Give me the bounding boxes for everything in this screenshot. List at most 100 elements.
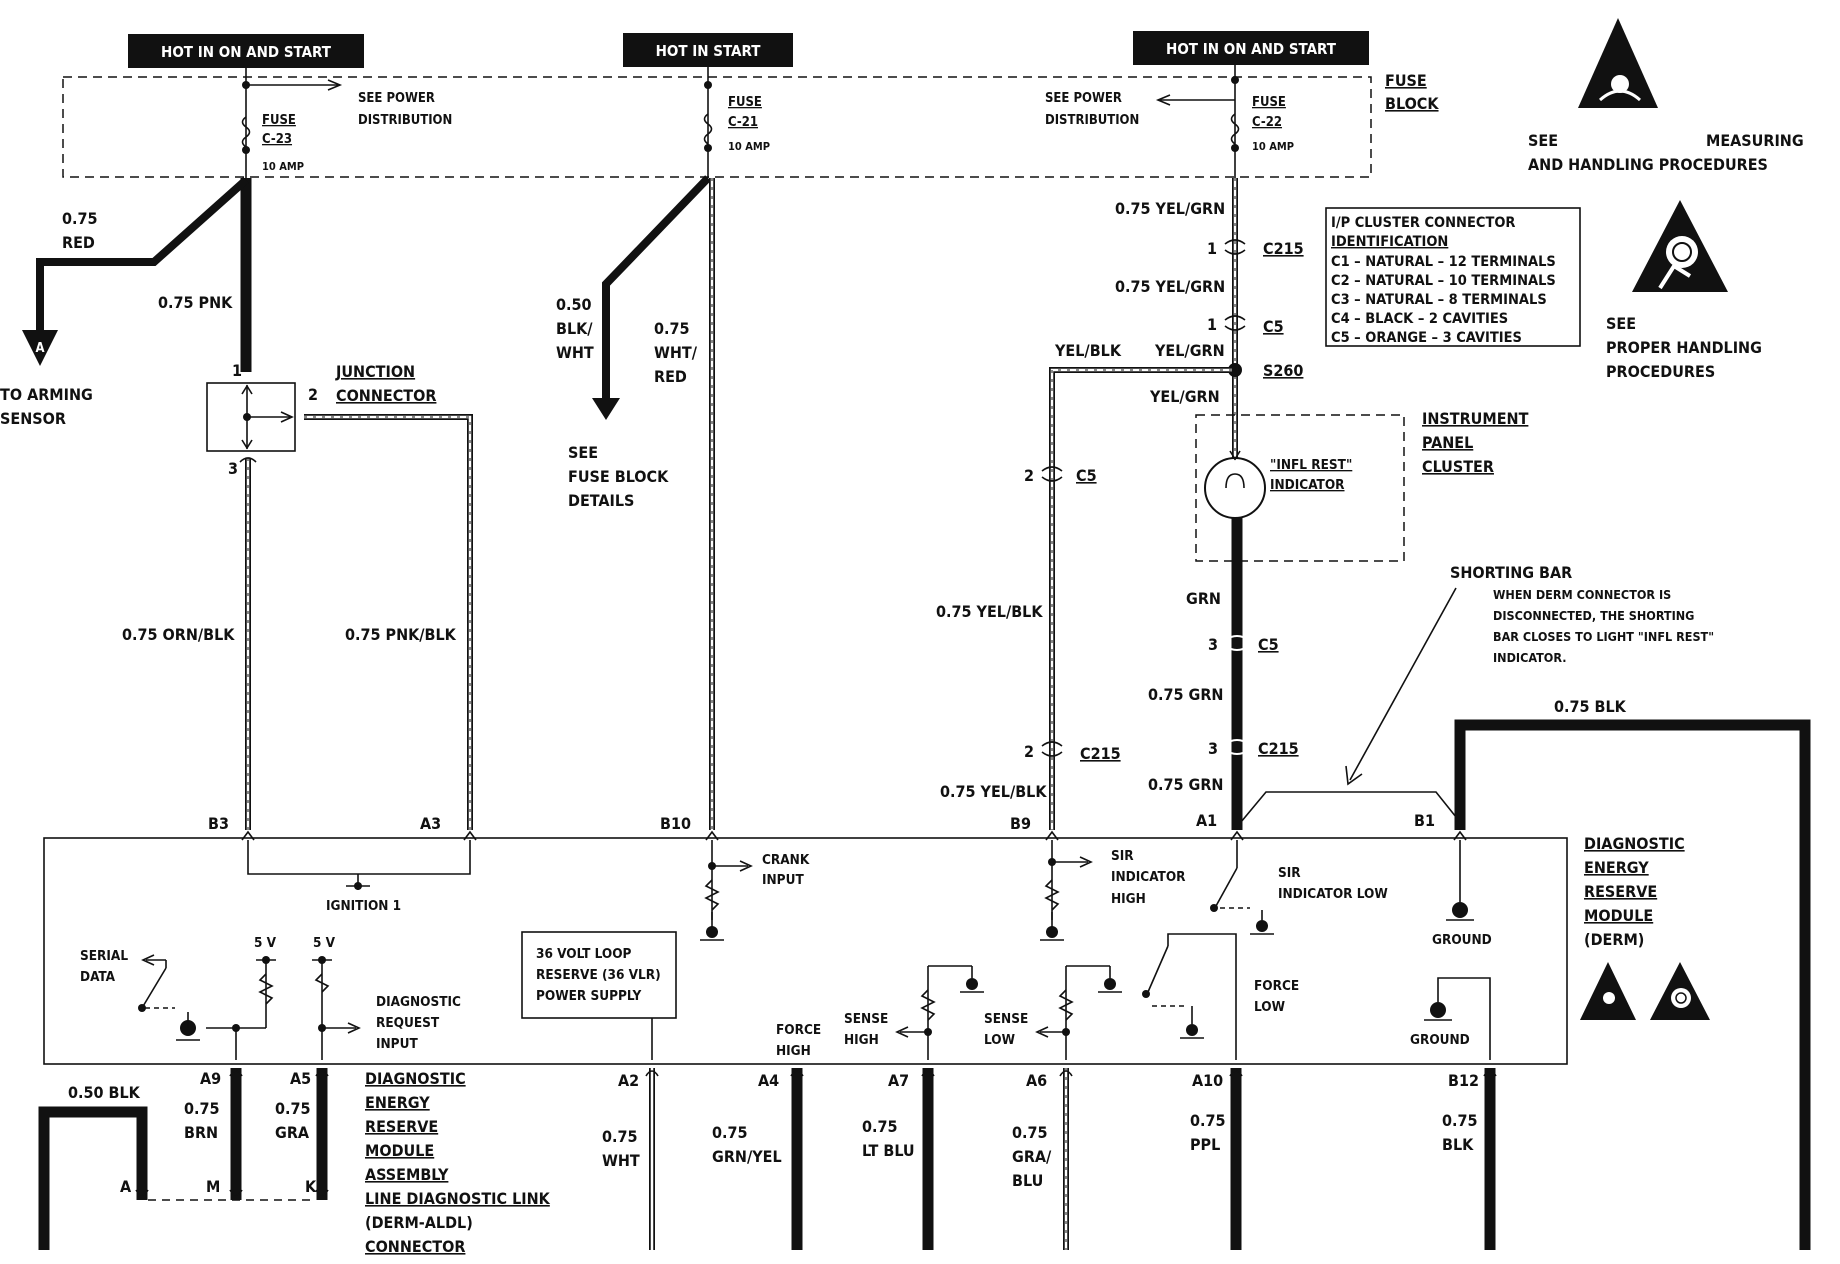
esd-note1-a: SEE bbox=[1528, 131, 1558, 150]
arrow-down-icon bbox=[22, 330, 58, 366]
derm-title-3: RESERVE bbox=[1584, 882, 1657, 901]
instrument-cluster-outline bbox=[1195, 414, 1405, 562]
pin-a6: A6 bbox=[1026, 1071, 1047, 1090]
aldl-l7: (DERM-ALDL) bbox=[365, 1213, 473, 1232]
wire-orn-blk-label: 0.75 ORN/BLK bbox=[122, 625, 235, 644]
wire-yelgrn-s2: YEL/GRN bbox=[1149, 387, 1220, 406]
crank-2: INPUT bbox=[762, 872, 804, 888]
pin-a5: A5 bbox=[290, 1069, 311, 1088]
sir-low-1: SIR bbox=[1278, 865, 1301, 881]
ground-label-1: GROUND bbox=[1432, 932, 1492, 948]
wire-whtred-2: WHT/ bbox=[654, 343, 698, 362]
power-dist-right-1: SEE POWER bbox=[1045, 91, 1122, 106]
wire-blk50: 0.50 BLK bbox=[68, 1083, 141, 1102]
cluster-label-1: INSTRUMENT bbox=[1422, 409, 1529, 428]
wire-yel-blk bbox=[1049, 367, 1232, 830]
arming-line-1: TO ARMING bbox=[0, 385, 93, 404]
junction-pin-3: 3 bbox=[228, 459, 238, 478]
cluster-id-row-4: C4 – BLACK – 2 CAVITIES bbox=[1331, 311, 1508, 327]
power-dist-left-2: DISTRIBUTION bbox=[358, 113, 452, 128]
pin-a10: A10 bbox=[1192, 1071, 1223, 1090]
sir-high-1: SIR bbox=[1111, 848, 1134, 864]
force-low-2: LOW bbox=[1254, 999, 1286, 1015]
wire-wht-1: 0.75 bbox=[602, 1127, 638, 1146]
esd-note2-c: PROCEDURES bbox=[1606, 362, 1715, 381]
derm-top-pins bbox=[241, 830, 1467, 841]
cluster-indicator-1: "INFL REST" bbox=[1270, 457, 1352, 473]
cluster-id-row-5: C5 – ORANGE – 3 CAVITIES bbox=[1331, 330, 1522, 346]
fuse-c23-id: C-23 bbox=[262, 132, 292, 147]
wire-red-size: 0.75 bbox=[62, 209, 98, 228]
cluster-id-row-3: C3 – NATURAL – 8 TERMINALS bbox=[1331, 292, 1547, 308]
wire-red bbox=[36, 177, 249, 340]
wire-yelgrn-mid: 0.75 YEL/GRN bbox=[1115, 277, 1225, 296]
power-dist-left-1: SEE POWER bbox=[358, 91, 435, 106]
power-dist-right-2: DISTRIBUTION bbox=[1045, 113, 1139, 128]
pin-a4: A4 bbox=[758, 1071, 779, 1090]
shorting-l2: DISCONNECTED, THE SHORTING bbox=[1493, 608, 1694, 623]
derm-title-5: (DERM) bbox=[1584, 930, 1644, 949]
connector-icon bbox=[1224, 739, 1250, 755]
esd-note2-b: PROPER HANDLING bbox=[1606, 338, 1762, 357]
pin-b12: B12 bbox=[1448, 1071, 1479, 1090]
conn-num-2b: 2 bbox=[1024, 742, 1034, 761]
junction-connector bbox=[206, 382, 296, 452]
wire-yelblk-mid: 0.75 YEL/BLK bbox=[936, 602, 1043, 621]
conn-num-3b: 3 bbox=[1208, 739, 1218, 758]
sir-low-2: INDICATOR LOW bbox=[1278, 886, 1388, 902]
force-high-1: FORCE bbox=[776, 1022, 821, 1038]
wire-red-color: RED bbox=[62, 233, 95, 252]
wire-gra-1: 0.75 bbox=[275, 1099, 311, 1118]
pin-b1: B1 bbox=[1414, 811, 1435, 830]
cluster-id-title-2: IDENTIFICATION bbox=[1331, 234, 1448, 250]
wire-ppl-2: PPL bbox=[1190, 1135, 1220, 1154]
wire-pnk-blk-label: 0.75 PNK/BLK bbox=[345, 625, 457, 644]
fb-details-3: DETAILS bbox=[568, 491, 634, 510]
fuse-c21-word: FUSE bbox=[728, 95, 762, 110]
fuse-c21-rating: 10 AMP bbox=[728, 140, 770, 153]
esd-note1-c: AND HANDLING PROCEDURES bbox=[1528, 155, 1768, 174]
shorting-bar bbox=[1240, 791, 1461, 823]
diag-3: INPUT bbox=[376, 1036, 418, 1052]
serial-1: SERIAL bbox=[80, 948, 128, 964]
header-hot-right: HOT IN ON AND START bbox=[1133, 31, 1369, 65]
shorting-title: SHORTING BAR bbox=[1450, 563, 1572, 582]
aldl-pin-m: M bbox=[206, 1177, 220, 1196]
wire-grn-mid: 0.75 GRN bbox=[1148, 685, 1223, 704]
force-high-2: HIGH bbox=[776, 1043, 811, 1059]
junction-label-2: CONNECTOR bbox=[336, 386, 436, 405]
esd-warning-icon bbox=[1578, 18, 1658, 108]
wire-grablu-1: 0.75 bbox=[1012, 1123, 1048, 1142]
crank-1: CRANK bbox=[762, 852, 810, 868]
conn-c5-3: C5 bbox=[1258, 635, 1279, 654]
conn-c5-2: C5 bbox=[1076, 466, 1097, 485]
wire-yelgrn-top: 0.75 YEL/GRN bbox=[1115, 199, 1225, 218]
connector-icon bbox=[1041, 466, 1063, 482]
diag-1: DIAGNOSTIC bbox=[376, 994, 461, 1010]
fuse-c22-word: FUSE bbox=[1252, 95, 1286, 110]
v5-b: 5 V bbox=[313, 935, 336, 951]
cluster-id-box: I/P CLUSTER CONNECTOR IDENTIFICATION C1 … bbox=[1325, 207, 1581, 347]
wire-orn-blk bbox=[239, 457, 257, 830]
handling-warning-icon bbox=[1650, 962, 1710, 1020]
wire-blkwht-3: WHT bbox=[556, 343, 594, 362]
wire-yelgrn-s: YEL/GRN bbox=[1154, 341, 1225, 360]
aldl-l5: ASSEMBLY bbox=[365, 1165, 449, 1184]
fuse-c21-id: C-21 bbox=[728, 115, 758, 130]
conn-num-3a: 3 bbox=[1208, 635, 1218, 654]
cluster-id-row-1: C1 – NATURAL – 12 TERMINALS bbox=[1331, 254, 1556, 270]
fuse-block-label-2: BLOCK bbox=[1385, 94, 1439, 113]
sir-high-2: INDICATOR bbox=[1111, 869, 1186, 885]
wire-grnyel-2: GRN/YEL bbox=[712, 1147, 782, 1166]
fuse-c22-id: C-22 bbox=[1252, 115, 1282, 130]
arming-line-2: SENSOR bbox=[0, 409, 66, 428]
crank-input bbox=[700, 840, 753, 941]
shorting-l4: INDICATOR. bbox=[1493, 650, 1567, 665]
shorting-pointer bbox=[1349, 587, 1457, 781]
aldl-l1: DIAGNOSTIC bbox=[365, 1069, 466, 1088]
wire-ppl-1: 0.75 bbox=[1190, 1111, 1226, 1130]
arrow-icon bbox=[1345, 765, 1363, 786]
ground-b12 bbox=[1424, 977, 1491, 1060]
connector-icon bbox=[1041, 741, 1063, 757]
